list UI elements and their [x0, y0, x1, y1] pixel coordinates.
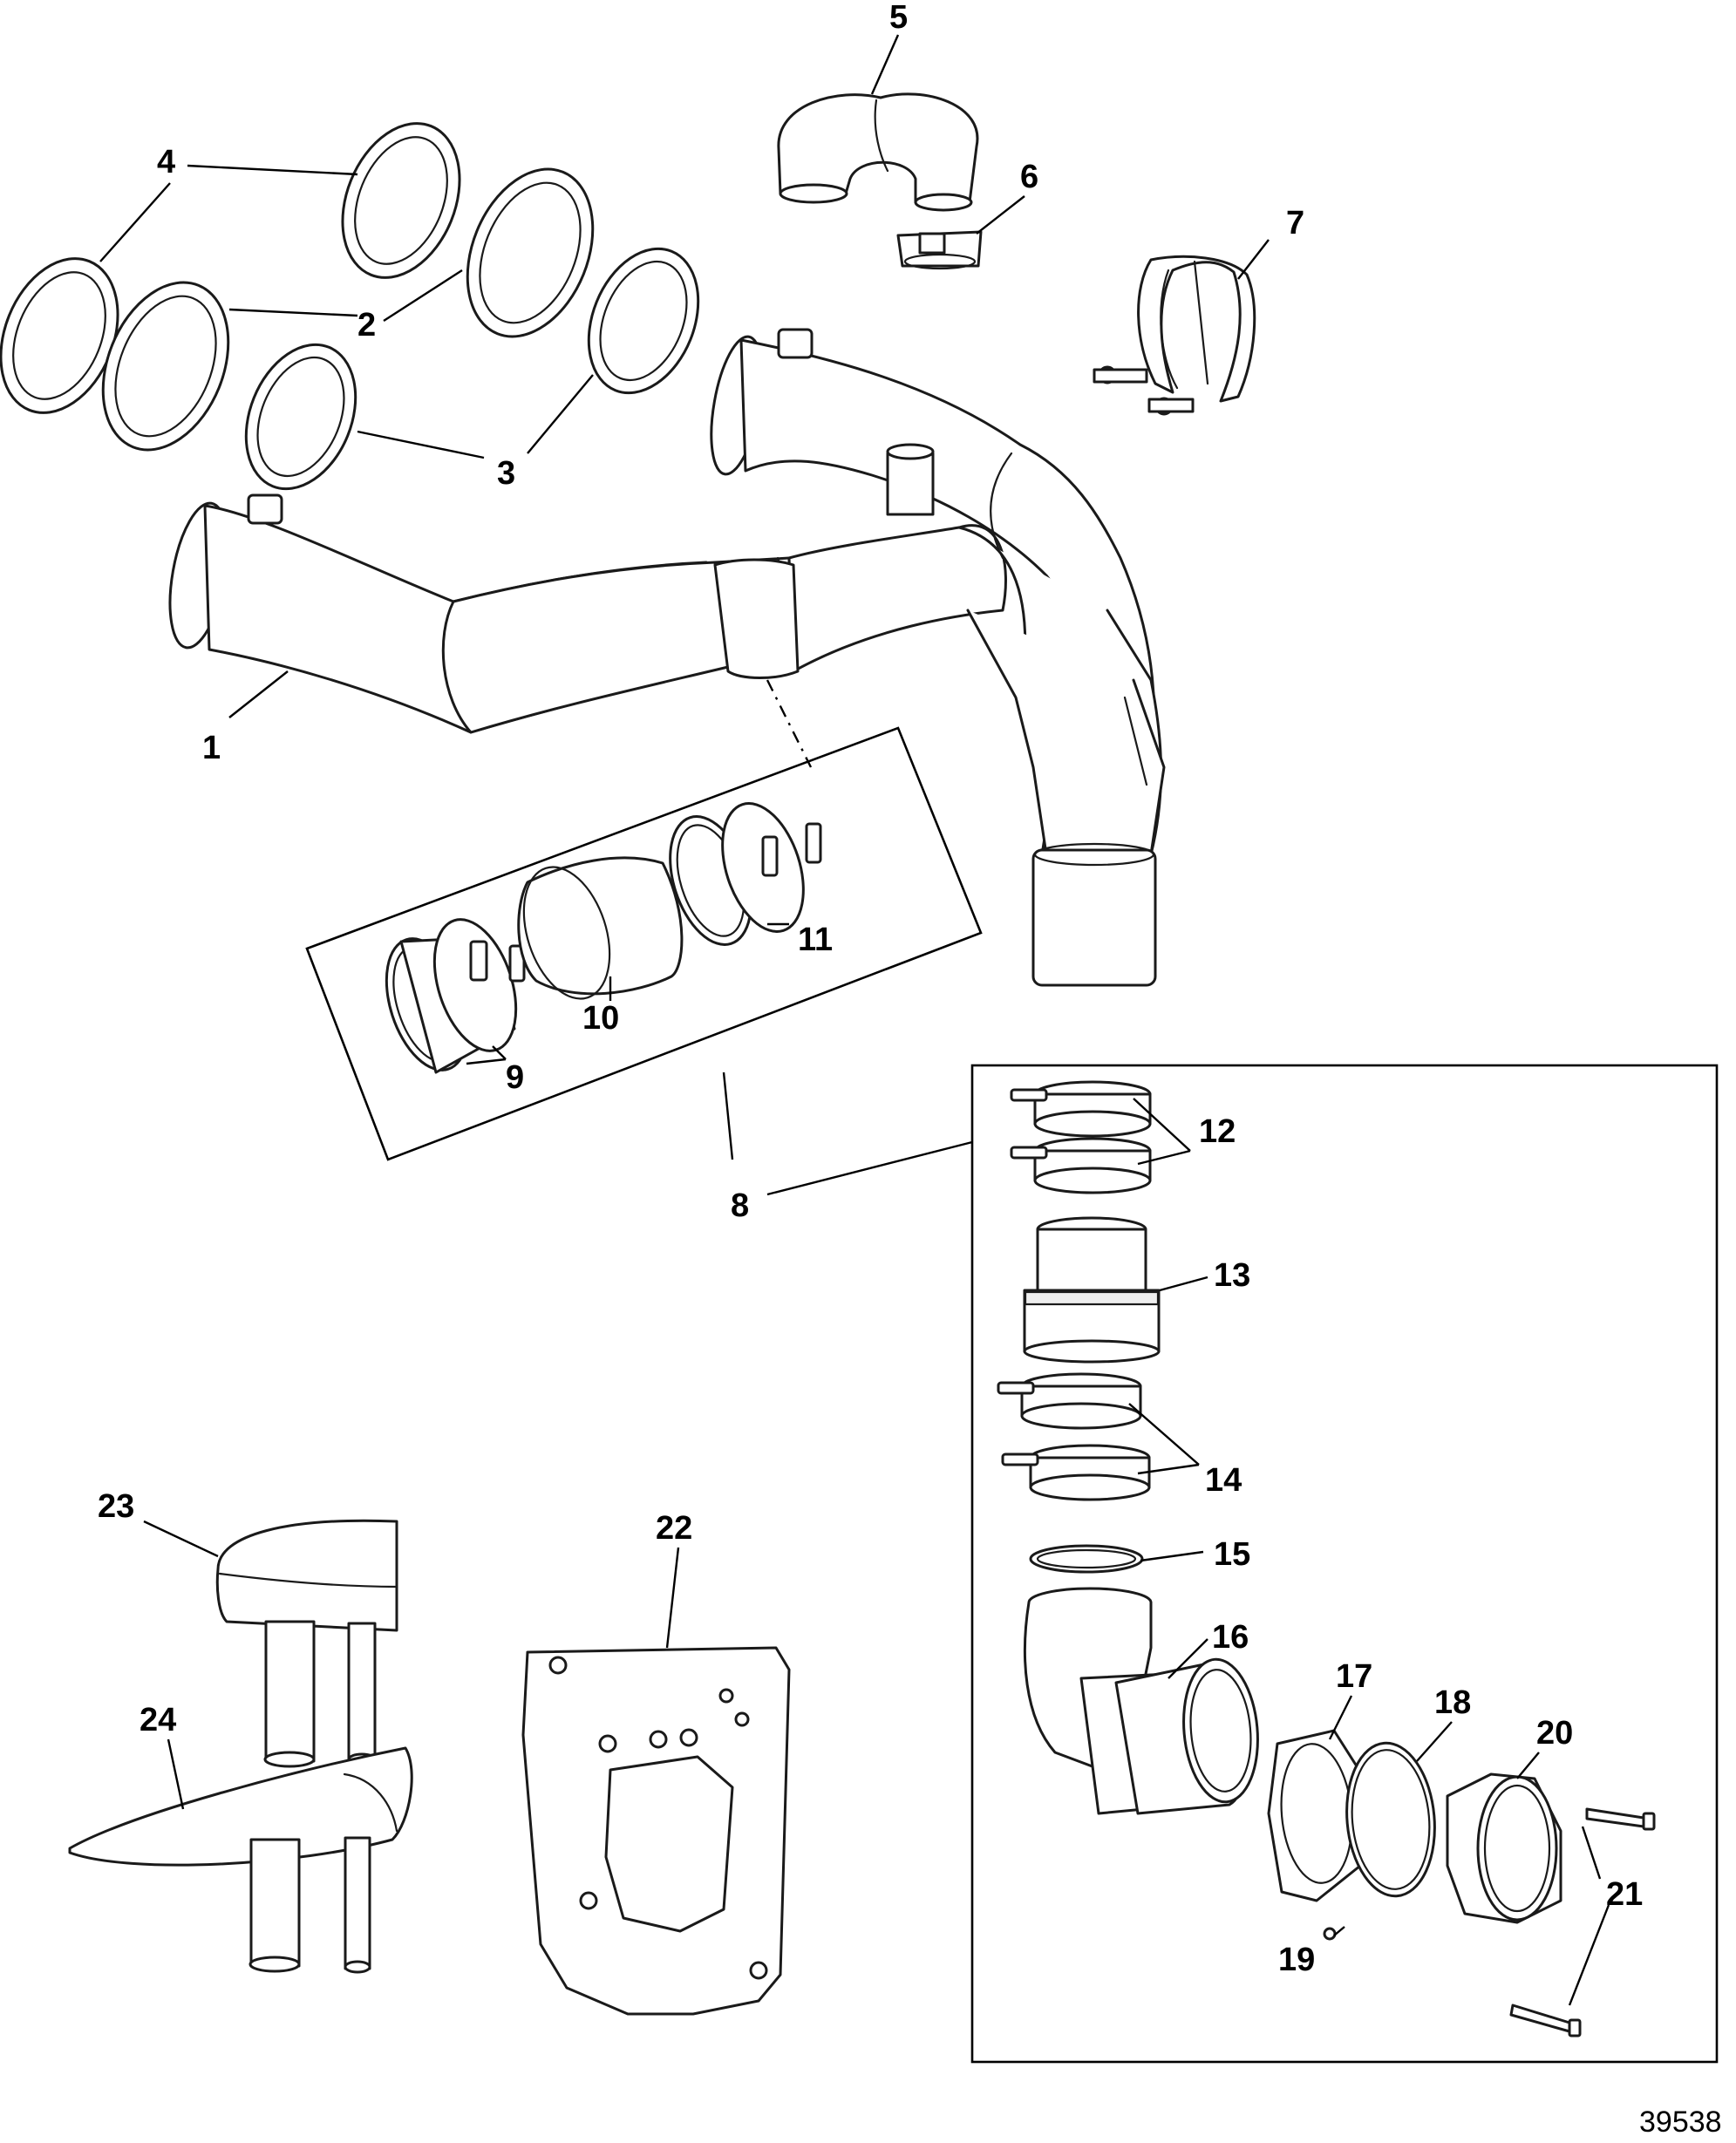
- o-ring-15: [1029, 1544, 1144, 1574]
- rubber-coupler-13: [1023, 1216, 1161, 1364]
- callout-21: 21: [1606, 1876, 1643, 1913]
- callout-18: 18: [1434, 1684, 1471, 1721]
- callout-20: 20: [1536, 1715, 1573, 1752]
- callout-7: 7: [1286, 205, 1304, 242]
- callout-17: 17: [1336, 1658, 1372, 1695]
- exhaust-tip-23: [215, 1519, 398, 1768]
- callout-5: 5: [889, 0, 908, 36]
- callout-6: 6: [1020, 159, 1038, 195]
- callout-23: 23: [98, 1488, 134, 1525]
- callout-9: 9: [506, 1059, 524, 1096]
- exhaust-y-pipe-1: [168, 328, 1166, 987]
- callout-labels: 1 2 3 4 5 6 7 8 9 10 11 12 13 14 15 16 1…: [98, 0, 1643, 1978]
- callout-10: 10: [582, 1000, 619, 1037]
- hose-clamps-11: [669, 802, 822, 946]
- callout-8: 8: [731, 1187, 749, 1224]
- callout-2: 2: [357, 307, 376, 344]
- exhaust-elbow-16: [1023, 1587, 1259, 1815]
- leader-lines: [99, 34, 1610, 2006]
- seal-ring-3-top: [587, 247, 700, 395]
- callout-14: 14: [1205, 1462, 1242, 1499]
- seal-ring-4-top: [341, 122, 461, 279]
- flange-adapter-20: [1446, 1772, 1562, 1924]
- figure-number: 39538: [1639, 2106, 1722, 2139]
- u-bend-hose-5: [777, 92, 979, 212]
- v-band-clamp-7: [1093, 255, 1256, 416]
- hose-clamps-12: [1010, 1080, 1152, 1194]
- callout-19: 19: [1278, 1942, 1315, 1978]
- exhaust-tip-24: [68, 1746, 413, 1974]
- kit-box-8-upper: [305, 726, 983, 1161]
- seal-ring-2-left: [101, 281, 230, 452]
- seal-ring-2-top: [466, 167, 595, 338]
- ball-19: [1323, 1927, 1337, 1941]
- o-ring-18: [1345, 1741, 1436, 1898]
- callout-12: 12: [1199, 1113, 1236, 1150]
- mounting-plate-22: [521, 1646, 791, 2016]
- callout-16: 16: [1212, 1619, 1249, 1656]
- callout-22: 22: [656, 1510, 692, 1547]
- bolts-21: [1509, 1807, 1656, 2038]
- seal-ring-3-left: [244, 343, 357, 491]
- small-clamp-6: [896, 230, 983, 270]
- coupler-hose-10: [517, 856, 684, 1000]
- callout-4: 4: [157, 144, 175, 180]
- callout-1: 1: [202, 730, 221, 766]
- kit-box-8-lower: [970, 1064, 1719, 2064]
- callout-3: 3: [497, 455, 515, 492]
- callout-13: 13: [1214, 1257, 1250, 1294]
- callout-24: 24: [140, 1702, 176, 1738]
- gasket-17: [1267, 1729, 1366, 1902]
- callout-11: 11: [798, 922, 833, 958]
- callout-15: 15: [1214, 1536, 1250, 1573]
- hose-clamps-14: [997, 1372, 1151, 1501]
- hose-clamps-9: [385, 918, 526, 1074]
